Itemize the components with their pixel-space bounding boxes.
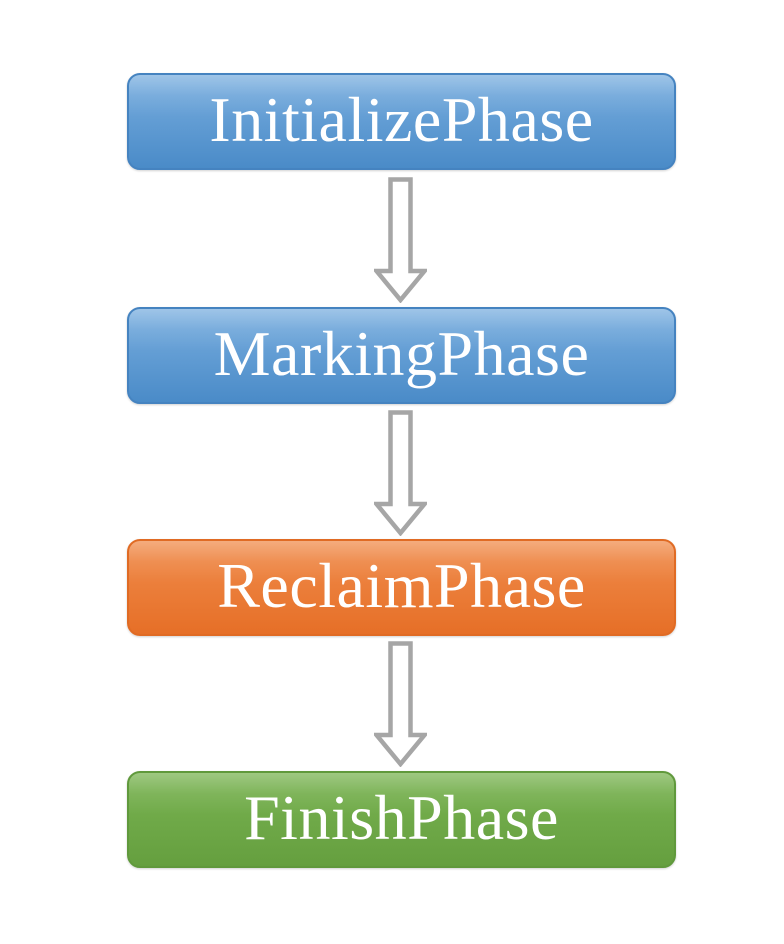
flow-node-marking-phase: MarkingPhase bbox=[127, 307, 676, 404]
flow-node-initialize-phase: InitializePhase bbox=[127, 73, 676, 170]
flow-node-label: InitializePhase bbox=[209, 83, 594, 155]
down-arrow-shape bbox=[374, 641, 427, 767]
down-arrow-shape bbox=[374, 177, 427, 303]
down-arrow-icon bbox=[374, 410, 427, 536]
down-arrow-icon bbox=[374, 177, 427, 303]
flow-node-reclaim-phase: ReclaimPhase bbox=[127, 539, 676, 636]
down-arrow-icon bbox=[374, 641, 427, 767]
flow-node-finish-phase: FinishPhase bbox=[127, 771, 676, 868]
down-arrow-shape bbox=[374, 410, 427, 536]
flow-node-label: MarkingPhase bbox=[213, 317, 590, 389]
flow-node-label: ReclaimPhase bbox=[217, 549, 586, 621]
flow-node-label: FinishPhase bbox=[244, 781, 559, 853]
